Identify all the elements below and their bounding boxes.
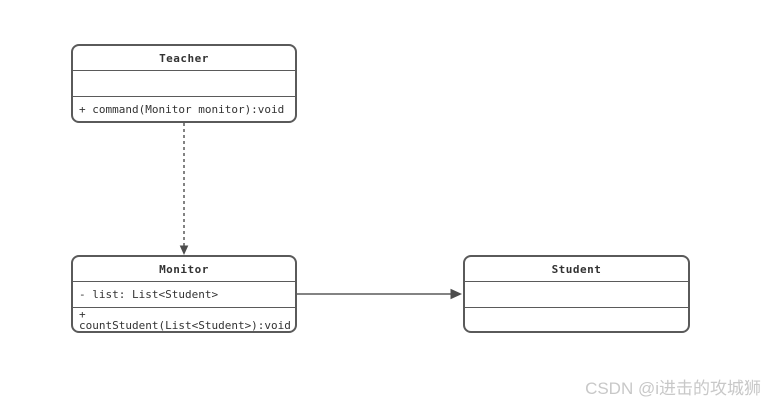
class-box-teacher[interactable]: Teacher + command(Monitor monitor):void <box>71 44 297 123</box>
method-entry: + countStudent(List<Student>):void <box>79 307 291 332</box>
arrowhead-right-icon <box>450 288 462 300</box>
attributes-compartment-teacher <box>73 71 295 97</box>
attribute-entry: - list: List<Student> <box>79 288 219 301</box>
class-name-teacher: Teacher <box>73 46 295 71</box>
csdn-watermark: CSDN @i进击的攻城狮 <box>585 379 761 398</box>
class-box-student[interactable]: Student <box>463 255 690 333</box>
methods-compartment-student <box>465 308 688 331</box>
arrowhead-down-icon <box>179 245 189 255</box>
dependency-arrow-teacher-monitor <box>179 123 189 255</box>
methods-compartment-monitor: + countStudent(List<Student>):void <box>73 308 295 331</box>
methods-compartment-teacher: + command(Monitor monitor):void <box>73 97 295 121</box>
method-entry: + command(Monitor monitor):void <box>79 102 285 116</box>
attributes-compartment-student <box>465 282 688 308</box>
class-box-monitor[interactable]: Monitor - list: List<Student> + countStu… <box>71 255 297 333</box>
association-arrow-monitor-student <box>297 288 462 300</box>
attributes-compartment-monitor: - list: List<Student> <box>73 282 295 308</box>
class-name-monitor: Monitor <box>73 257 295 282</box>
class-name-student: Student <box>465 257 688 282</box>
